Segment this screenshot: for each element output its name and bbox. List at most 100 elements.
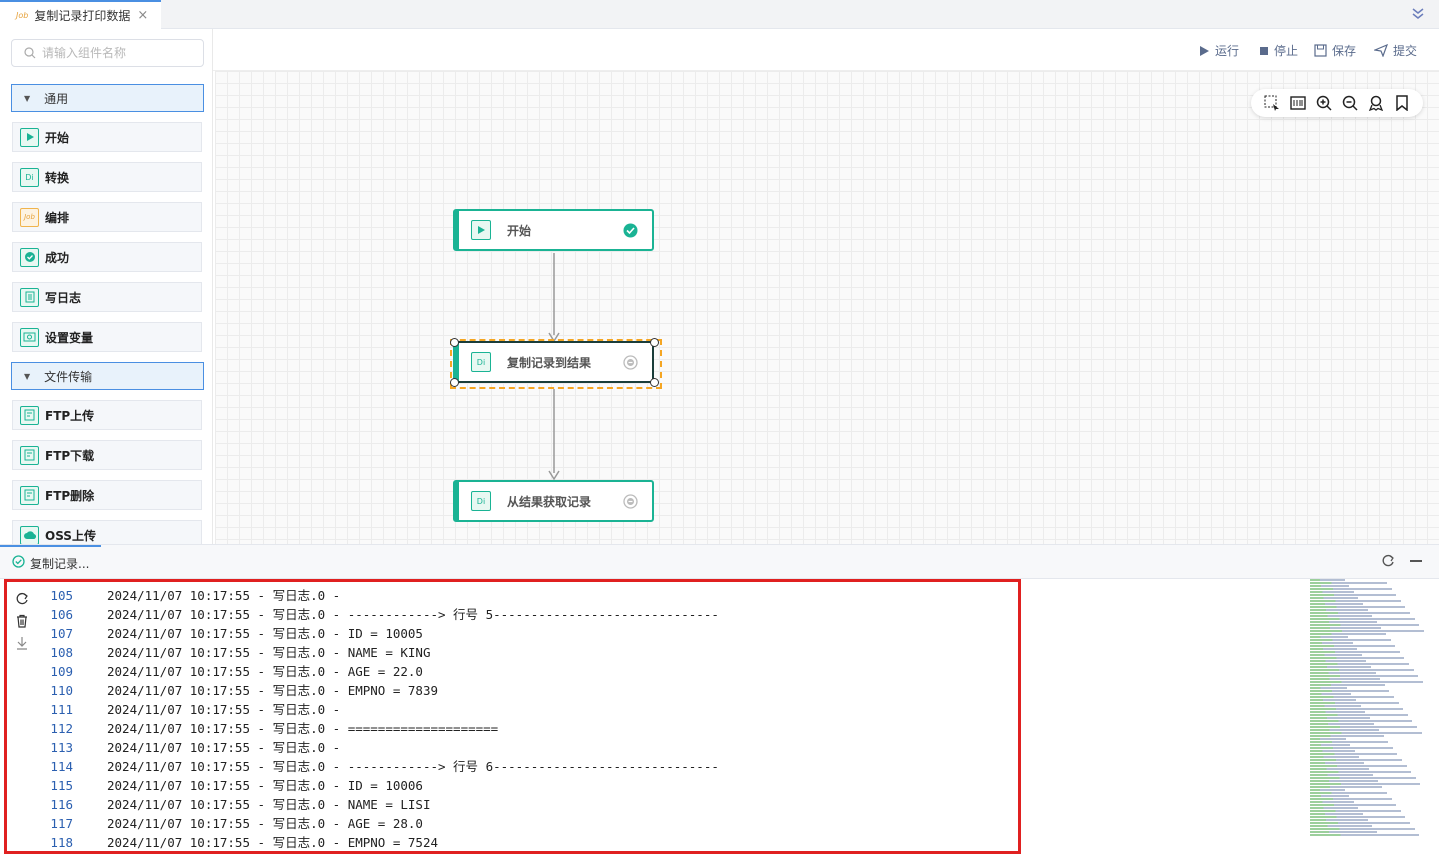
resize-handle-tr[interactable] <box>650 338 659 347</box>
minimap-line <box>1310 762 1365 764</box>
component-start[interactable]: 开始 <box>12 122 202 152</box>
minimap-line <box>1310 702 1399 704</box>
flow-canvas[interactable]: 开始 Di 复制记录到结果 Di 从结果获取记录 <box>215 71 1439 544</box>
minimap-line <box>1310 666 1371 668</box>
log-text: 2024/11/07 10:17:55 - 写日志.0 - EMPNO = 78… <box>107 683 438 698</box>
refresh-icon[interactable] <box>1381 554 1395 571</box>
minimap-line <box>1310 825 1373 827</box>
run-button[interactable]: 运行 <box>1199 42 1239 59</box>
minimap-line <box>1310 729 1379 731</box>
minimap-line <box>1310 804 1397 806</box>
component-set-variable[interactable]: 设置变量 <box>12 322 202 352</box>
search-input[interactable] <box>42 46 192 60</box>
close-icon[interactable]: × <box>137 8 149 23</box>
minimap-line <box>1310 627 1382 629</box>
di-icon: Di <box>471 491 491 511</box>
minimap-line <box>1310 699 1356 701</box>
minimap-line <box>1310 657 1405 659</box>
search-icon <box>24 47 36 59</box>
submit-button[interactable]: 提交 <box>1374 42 1417 59</box>
log-text: 2024/11/07 10:17:55 - 写日志.0 - ID = 10006 <box>107 778 423 793</box>
minimap-line <box>1310 732 1422 734</box>
minimap-line <box>1310 687 1347 689</box>
minimap-line <box>1310 642 1353 644</box>
node-label: 从结果获取记录 <box>507 494 592 509</box>
job-icon: Job <box>16 11 29 20</box>
job-icon: Job <box>20 207 39 227</box>
component-ftp-download[interactable]: FTP下载 <box>12 440 202 470</box>
minimap-line <box>1310 681 1423 683</box>
component-label: 开始 <box>45 130 70 145</box>
minimap-line <box>1310 678 1381 680</box>
group-file-transfer[interactable]: ▼ 文件传输 <box>11 362 204 390</box>
tab-job[interactable]: Job 复制记录打印数据 × <box>0 0 161 29</box>
trash-icon[interactable] <box>15 614 29 628</box>
component-ftp-upload[interactable]: FTP上传 <box>12 400 202 430</box>
minimap-line <box>1310 747 1393 749</box>
check-circle-icon <box>20 247 39 267</box>
box-select-icon[interactable] <box>1263 94 1281 112</box>
save-button[interactable]: 保存 <box>1314 42 1356 59</box>
minimap-line <box>1310 633 1386 635</box>
bookmark-icon[interactable] <box>1393 94 1411 112</box>
resize-handle-bl[interactable] <box>450 378 459 387</box>
group-general[interactable]: ▼ 通用 <box>11 84 204 112</box>
edge-start-to-copy <box>548 253 560 343</box>
minimap-line <box>1310 609 1368 611</box>
zoom-in-icon[interactable] <box>1315 94 1333 112</box>
ftp-delete-icon <box>20 485 39 505</box>
component-label: OSS上传 <box>45 528 96 543</box>
component-success[interactable]: 成功 <box>12 242 202 272</box>
group-label: 通用 <box>44 91 69 106</box>
resize-handle-br[interactable] <box>650 378 659 387</box>
minimap-line <box>1310 771 1412 773</box>
component-ftp-delete[interactable]: FTP删除 <box>12 480 202 510</box>
tab-bar: Job 复制记录打印数据 × <box>0 0 1439 29</box>
component-oss-upload[interactable]: OSS上传 <box>12 520 202 544</box>
zoom-out-icon[interactable] <box>1341 94 1359 112</box>
refresh-icon[interactable] <box>15 592 29 606</box>
log-minimap[interactable] <box>1310 579 1425 849</box>
download-icon[interactable] <box>15 636 29 650</box>
node-copy-to-result[interactable]: Di 复制记录到结果 <box>453 341 654 383</box>
minimap-line <box>1310 615 1373 617</box>
minimap-line <box>1310 624 1420 626</box>
minimap-line <box>1310 744 1351 746</box>
minimap-line <box>1310 675 1419 677</box>
actual-size-icon[interactable] <box>1367 94 1385 112</box>
stop-button[interactable]: 停止 <box>1259 42 1298 59</box>
node-label: 开始 <box>507 223 532 238</box>
node-start[interactable]: 开始 <box>453 209 654 251</box>
log-tab[interactable]: 复制记录... <box>0 545 101 579</box>
minimap-line <box>1310 708 1404 710</box>
minimize-icon[interactable] <box>1409 554 1423 571</box>
minimap-line <box>1310 768 1369 770</box>
line-number: 106 <box>50 607 73 622</box>
component-write-log[interactable]: 写日志 <box>12 282 202 312</box>
line-number: 111 <box>50 702 73 717</box>
play-icon <box>20 127 39 147</box>
minimap-line <box>1310 714 1408 716</box>
component-transform[interactable]: Di 转换 <box>12 162 202 192</box>
resize-handle-tl[interactable] <box>450 338 459 347</box>
node-fetch-from-result[interactable]: Di 从结果获取记录 <box>453 480 654 522</box>
log-text: 2024/11/07 10:17:55 - 写日志.0 - EMPNO = 75… <box>107 835 438 850</box>
minimap-line <box>1310 750 1355 752</box>
log-tab-label: 复制记录... <box>30 556 90 571</box>
play-icon <box>1199 45 1210 57</box>
line-number: 108 <box>50 645 73 660</box>
component-orchestrate[interactable]: Job 编排 <box>12 202 202 232</box>
double-chevron-down-icon[interactable] <box>1411 6 1425 23</box>
fit-view-icon[interactable] <box>1289 94 1307 112</box>
log-text: 2024/11/07 10:17:55 - 写日志.0 - AGE = 22.0 <box>107 664 423 679</box>
di-icon: Di <box>471 352 491 372</box>
node-label: 复制记录到结果 <box>507 355 592 370</box>
minimap-line <box>1310 585 1350 587</box>
